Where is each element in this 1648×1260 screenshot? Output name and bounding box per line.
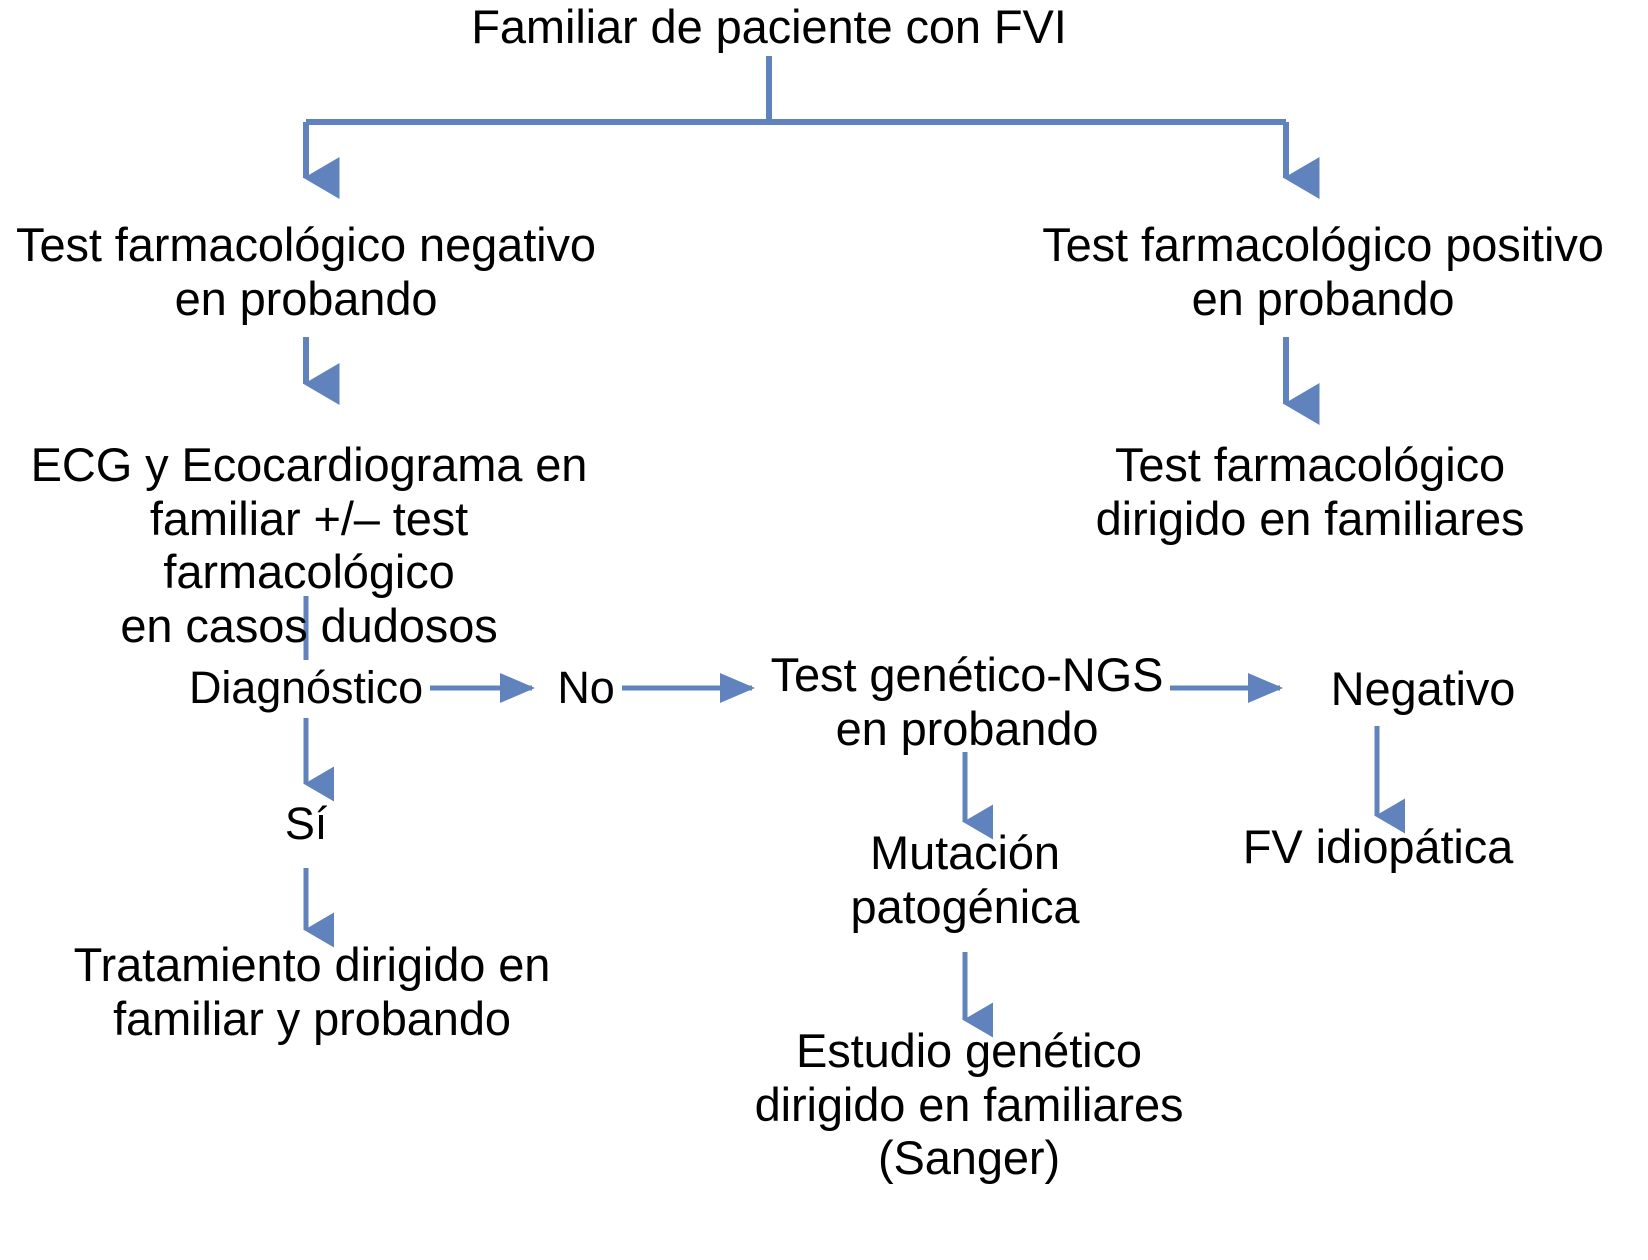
node-diagnostico[interactable]: Diagnóstico — [188, 662, 424, 713]
node-right-branch[interactable]: Test farmacológico positivo en probando — [1042, 218, 1604, 325]
node-ecg-ecocardiograma[interactable]: ECG y Ecocardiograma en familiar +/– tes… — [30, 438, 588, 652]
node-no[interactable]: No — [557, 662, 615, 713]
node-negativo[interactable]: Negativo — [1330, 662, 1516, 715]
node-tratamiento-dirigido[interactable]: Tratamiento dirigido en familiar y proba… — [73, 938, 551, 1045]
node-root[interactable]: Familiar de paciente con FVI — [471, 0, 1067, 53]
node-test-genetico-ngs[interactable]: Test genético-NGS en probando — [770, 648, 1164, 755]
node-estudio-genetico-sanger[interactable]: Estudio genético dirigido en familiares … — [754, 1024, 1184, 1185]
node-fv-idiopatica[interactable]: FV idiopática — [1242, 820, 1514, 873]
node-si[interactable]: Sí — [284, 798, 328, 849]
node-targeted-pharmacological-test[interactable]: Test farmacológico dirigido en familiare… — [1095, 438, 1525, 545]
node-mutacion-patogenica[interactable]: Mutación patogénica — [850, 826, 1080, 933]
node-left-branch[interactable]: Test farmacológico negativo en probando — [16, 218, 596, 325]
